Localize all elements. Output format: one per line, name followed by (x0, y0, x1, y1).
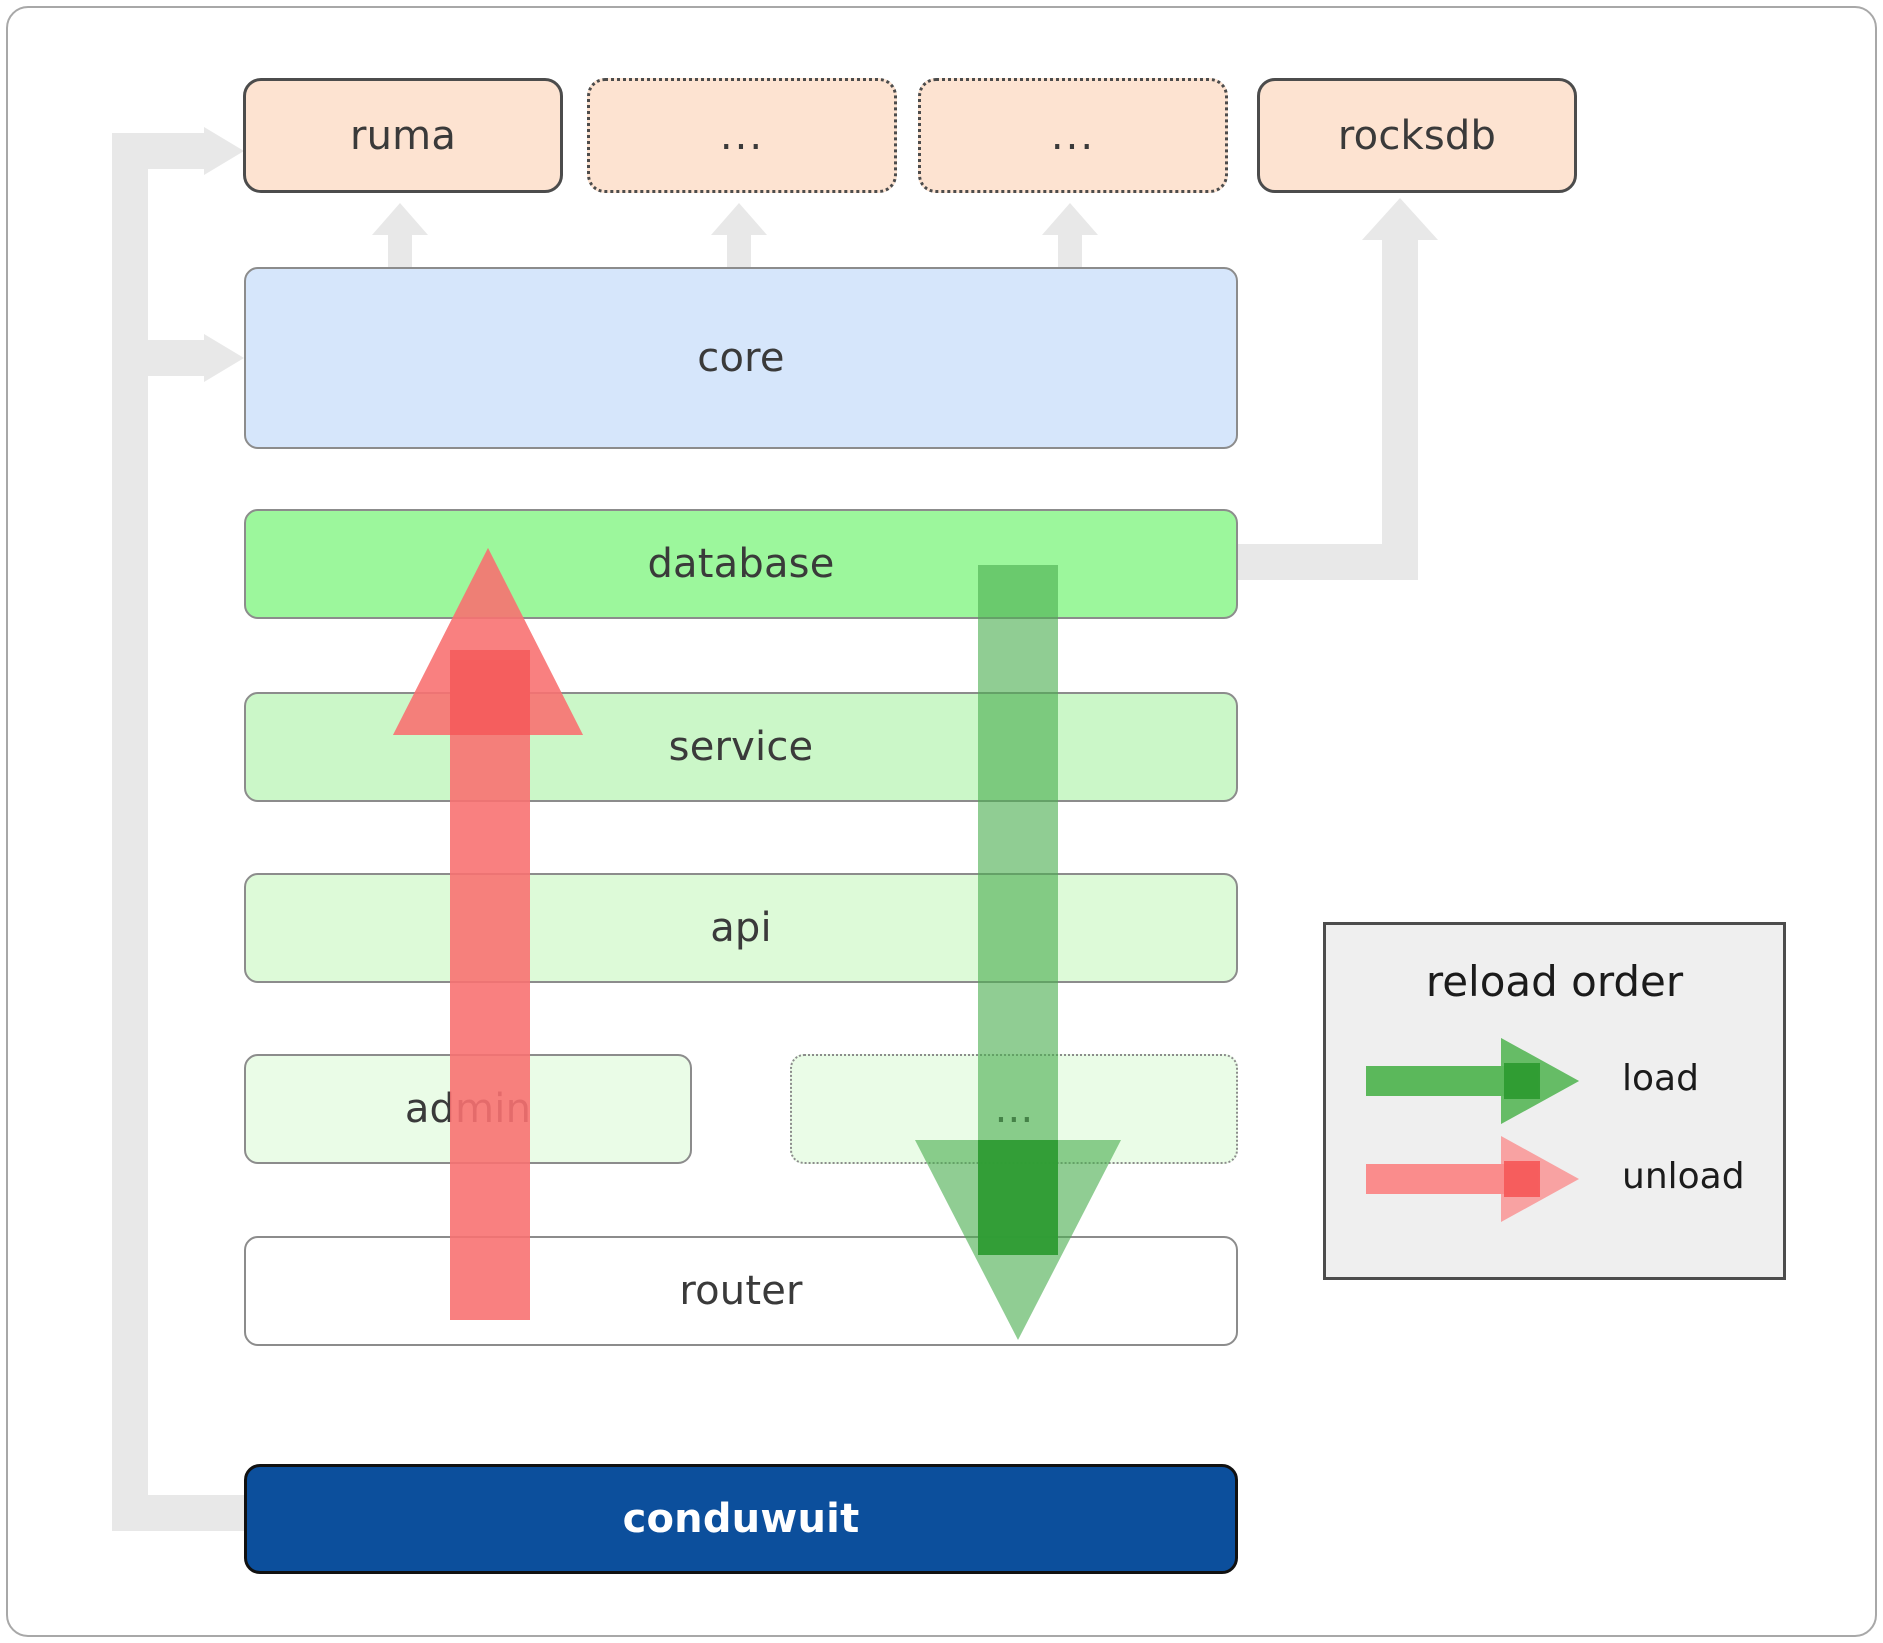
legend-arrow-icons (1366, 1038, 1579, 1222)
unload-arrow-icon (1366, 1136, 1579, 1222)
layer-label: database (647, 541, 835, 587)
root-box-conduwuit[interactable]: conduwuit (244, 1464, 1238, 1574)
legend-label-load: load (1622, 1058, 1699, 1099)
layer-label: core (697, 335, 785, 381)
dependency-label: rocksdb (1337, 112, 1497, 159)
dependency-label: ruma (349, 112, 457, 159)
legend-label-unload: unload (1622, 1156, 1745, 1197)
legend-panel: reload order load unload (1323, 922, 1786, 1280)
root-label: conduwuit (622, 1496, 860, 1542)
load-arrow-icon (1366, 1038, 1579, 1124)
dependency-box-ellipsis-2[interactable]: ... (918, 78, 1228, 193)
layer-box-core[interactable]: core (244, 267, 1238, 449)
dependency-box-ellipsis-1[interactable]: ... (587, 78, 897, 193)
dependency-box-ruma[interactable]: ruma (243, 78, 563, 193)
layer-label: service (668, 724, 814, 770)
legend-title: reload order (1425, 957, 1684, 1006)
dependency-box-rocksdb[interactable]: rocksdb (1257, 78, 1577, 193)
layer-label: router (679, 1268, 803, 1314)
layer-label: api (710, 905, 772, 951)
